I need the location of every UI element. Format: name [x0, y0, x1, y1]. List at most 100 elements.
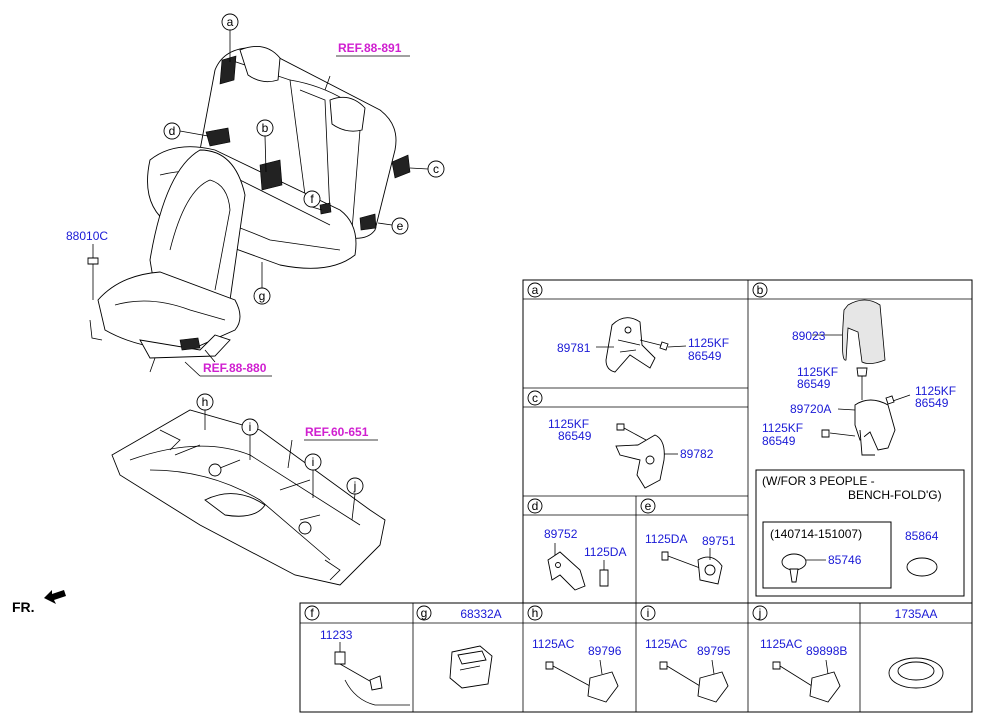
front-seat-drawing [89, 149, 246, 373]
ref-floor[interactable]: REF.60-651 [305, 425, 369, 439]
variant-note-line1: (W/FOR 3 PEOPLE - [762, 474, 875, 488]
panel-b-drawing [812, 299, 911, 456]
parts-table-grid [299, 279, 973, 713]
svg-text:j: j [353, 479, 357, 493]
part-b-86549-2[interactable]: 86549 [915, 396, 949, 410]
part-89751[interactable]: 89751 [702, 534, 736, 548]
part-11233[interactable]: 11233 [320, 628, 353, 642]
svg-text:j: j [758, 606, 762, 620]
floor-panel-drawing [111, 409, 386, 586]
part-b-86549-3[interactable]: 86549 [762, 434, 796, 448]
callout-b: b [256, 119, 274, 137]
panel-f-drawing [334, 642, 410, 706]
part-a-1125kf[interactable]: 1125KF [688, 336, 729, 350]
panel-label-b: b [752, 282, 768, 298]
part-d-1125da[interactable]: 1125DA [584, 545, 626, 559]
panel-i-drawing [659, 659, 729, 703]
part-68332a[interactable]: 68332A [460, 607, 501, 621]
callout-g: g [253, 287, 271, 305]
variant-note-line2: BENCH-FOLD'G) [848, 488, 942, 502]
callout-d: d [163, 122, 181, 140]
callout-h: h [196, 393, 214, 411]
part-j-1125ac[interactable]: 1125AC [760, 637, 803, 651]
callout-f: f [303, 190, 321, 208]
svg-text:a: a [532, 283, 539, 297]
svg-text:a: a [227, 15, 234, 29]
part-1735aa[interactable]: 1735AA [895, 607, 938, 621]
part-b-1125kf-3[interactable]: 1125KF [762, 421, 803, 435]
pad-85864-drawing [906, 557, 938, 577]
part-89781[interactable]: 89781 [557, 341, 591, 355]
callout-c: c [427, 160, 445, 178]
part-a-86549[interactable]: 86549 [688, 349, 722, 363]
panel-label-d: d [527, 498, 543, 514]
front-direction-indicator: FR. [12, 590, 66, 615]
panel-label-h: h [527, 605, 543, 621]
part-89796[interactable]: 89796 [588, 644, 622, 658]
panel-e-drawing [661, 548, 723, 585]
part-c-1125kf[interactable]: 1125KF [548, 417, 589, 431]
part-89795[interactable]: 89795 [697, 644, 731, 658]
panel-label-a: a [527, 282, 543, 298]
part-89752[interactable]: 89752 [544, 527, 578, 541]
svg-text:i: i [312, 455, 315, 469]
panel-label-j: j [752, 605, 768, 621]
panel-d-drawing [547, 543, 609, 591]
svg-text:g: g [259, 289, 266, 303]
callout-i-1: i [241, 418, 259, 436]
svg-text:h: h [202, 395, 209, 409]
svg-text:FR.: FR. [12, 599, 35, 615]
callout-j: j [346, 477, 364, 495]
svg-text:c: c [532, 391, 538, 405]
panel-label-e: e [640, 498, 656, 514]
date-range: (140714-151007) [770, 527, 862, 541]
panel-a-drawing [596, 317, 687, 373]
svg-text:e: e [397, 219, 404, 233]
part-h-1125ac[interactable]: 1125AC [532, 637, 575, 651]
panel-g-drawing [449, 645, 493, 689]
part-85746[interactable]: 85746 [828, 553, 862, 567]
part-c-86549[interactable]: 86549 [558, 429, 592, 443]
panel-c-drawing [615, 423, 678, 489]
callout-a: a [221, 13, 239, 31]
panel-label-g: g [416, 605, 432, 621]
panel-h-drawing [545, 659, 619, 703]
panel-j-drawing [772, 659, 841, 703]
panel-label-c: c [527, 390, 543, 406]
svg-text:d: d [532, 499, 539, 513]
callout-i-2: i [304, 453, 322, 471]
panel-label-i: i [640, 605, 656, 621]
part-b-86549-1[interactable]: 86549 [797, 377, 831, 391]
main-leaders [92, 30, 429, 521]
part-89782[interactable]: 89782 [680, 447, 714, 461]
part-b-1125kf-2[interactable]: 1125KF [915, 384, 956, 398]
part-i-1125ac[interactable]: 1125AC [645, 637, 688, 651]
svg-text:b: b [262, 121, 269, 135]
svg-text:e: e [645, 499, 652, 513]
ref-front-seat[interactable]: REF.88-880 [203, 361, 267, 375]
part-85864[interactable]: 85864 [905, 529, 939, 543]
clip-85746-drawing [781, 553, 826, 583]
svg-text:d: d [169, 124, 176, 138]
front-arrow-icon [44, 590, 66, 604]
svg-text:f: f [310, 606, 314, 620]
part-e-1125da[interactable]: 1125DA [645, 532, 687, 546]
svg-text:i: i [249, 420, 252, 434]
svg-text:g: g [421, 606, 428, 620]
part-89023[interactable]: 89023 [792, 329, 826, 343]
part-88010c[interactable]: 88010C [66, 229, 108, 243]
svg-text:h: h [532, 606, 539, 620]
part-89898b[interactable]: 89898B [806, 644, 847, 658]
panel-label-f: f [304, 605, 320, 621]
callout-e: e [391, 217, 409, 235]
part-89720a[interactable]: 89720A [790, 402, 831, 416]
svg-text:f: f [310, 192, 314, 206]
bolt-88010c-drawing [87, 257, 99, 300]
svg-text:b: b [757, 283, 764, 297]
svg-text:c: c [433, 162, 439, 176]
svg-text:i: i [647, 606, 650, 620]
panel-1735aa-drawing [888, 657, 944, 689]
ref-rear-seat[interactable]: REF.88-891 [338, 41, 402, 55]
part-b-1125kf-1[interactable]: 1125KF [797, 365, 838, 379]
